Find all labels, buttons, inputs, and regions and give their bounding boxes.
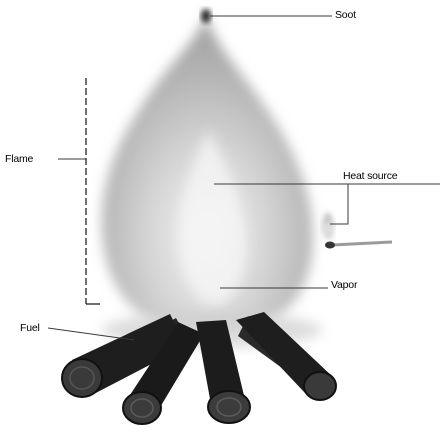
label-fuel: Fuel bbox=[20, 322, 40, 334]
flame-shape bbox=[102, 14, 322, 348]
label-flame: Flame bbox=[5, 153, 33, 165]
label-soot: Soot bbox=[335, 9, 356, 21]
match-heat-source bbox=[322, 212, 392, 249]
label-vapor: Vapor bbox=[331, 279, 357, 291]
label-heat-source: Heat source bbox=[343, 170, 397, 182]
heat-source-bracket-line bbox=[330, 184, 348, 224]
soot-tip bbox=[201, 9, 211, 23]
flame-bracket bbox=[86, 78, 100, 304]
